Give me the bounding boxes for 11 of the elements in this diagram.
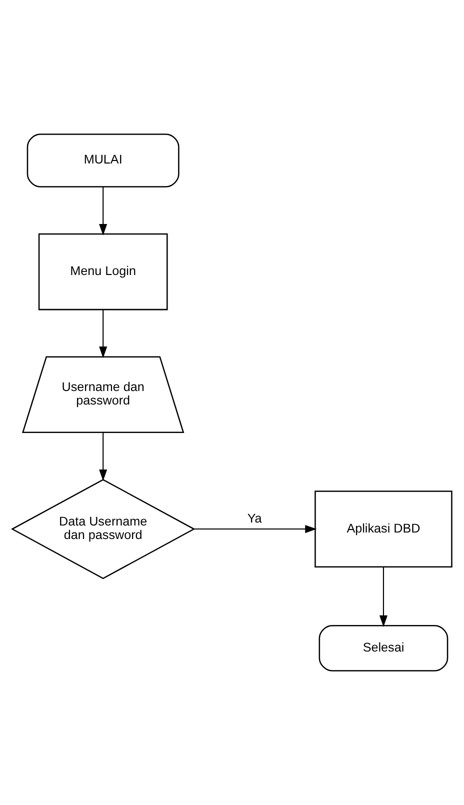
arrow [99, 310, 108, 358]
node-box: Aplikasi DBD [314, 490, 452, 568]
node-box: Selesai [318, 625, 448, 672]
arrow [99, 186, 108, 236]
edge-label: Ya [247, 511, 262, 526]
arrow [194, 525, 317, 534]
node-box: MULAI [26, 134, 180, 188]
arrow [379, 567, 388, 627]
arrow [99, 432, 108, 482]
node-diamond: Data Username dan password [10, 478, 196, 580]
node-box: Menu Login [38, 233, 168, 310]
